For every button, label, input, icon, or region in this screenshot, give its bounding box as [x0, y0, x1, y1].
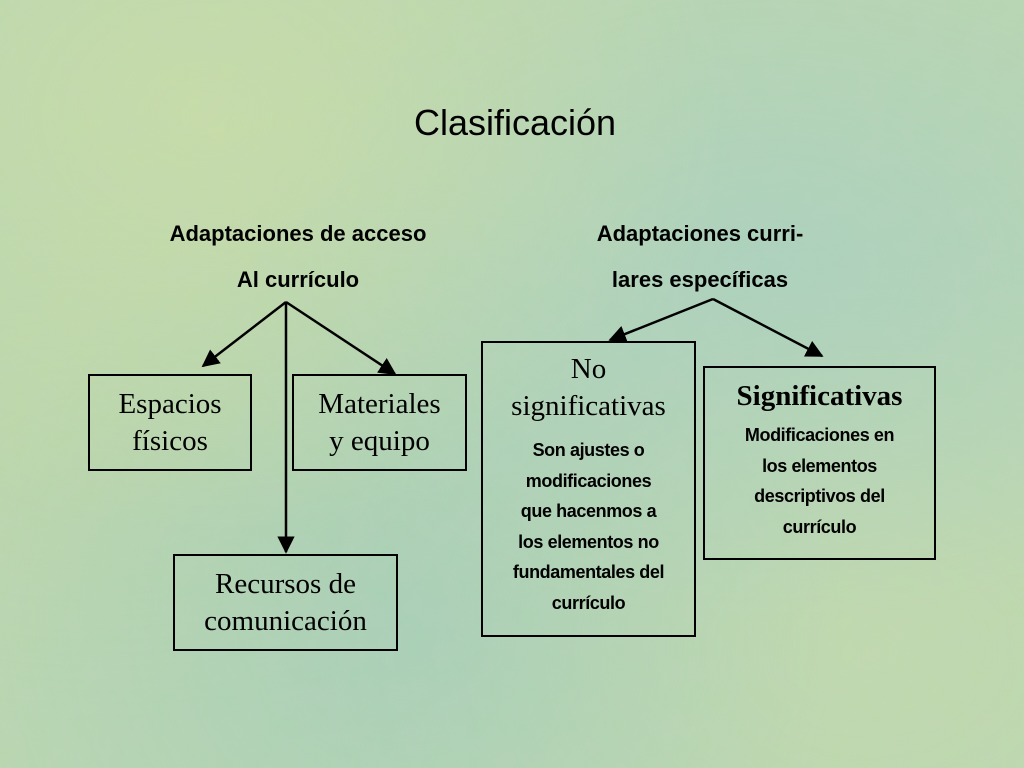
significativas-desc-line-3: descriptivos del [754, 486, 885, 506]
significativas-title: Significativas [736, 380, 903, 412]
heading-curricular-line-2: lares específicas [611, 267, 789, 292]
arrow-to-materiales [285, 300, 397, 376]
arrow-to-espacios [201, 301, 287, 368]
no-significativas-desc-line-4: los elementos no [518, 531, 659, 552]
significativas-desc-line-4: currículo [782, 516, 857, 537]
box-recursos-line-1: Recursos de [215, 567, 356, 600]
heading-access-line-1: Adaptaciones de acceso [169, 221, 427, 246]
box-materiales-line-2: y equipo [329, 424, 430, 457]
heading-access-adaptations: Adaptaciones de acceso Al currículo [112, 211, 484, 303]
no-significativas-desc-line-1: Son ajustes o [532, 440, 645, 460]
no-significativas-desc-line-3: que hacenmos a [520, 501, 657, 521]
box-materiales-equipo: Materiales y equipo [292, 374, 467, 471]
arrow-to-no-significativas [608, 297, 714, 343]
box-materiales-line-1: Materiales [318, 387, 441, 420]
box-significativas: Significativas Modificaciones en los ele… [703, 366, 936, 560]
no-significativas-title: No significativas [511, 351, 666, 425]
box-espacios-line-1: Espacios [118, 387, 222, 420]
no-significativas-title-line-1: No [570, 353, 607, 385]
no-significativas-desc-line-2: modificaciones [525, 470, 652, 491]
box-recursos-comunicacion: Recursos de comunicación [173, 554, 398, 651]
box-no-significativas: No significativas Son ajustes o modifica… [481, 341, 696, 637]
slide-title: Clasificación [413, 102, 617, 143]
heading-access-line-2: Al currículo [236, 267, 360, 292]
significativas-desc-line-2: los elementos [762, 455, 877, 476]
no-significativas-desc-line-5: fundamentales del [512, 562, 665, 582]
no-significativas-desc-line-6: currículo [551, 592, 626, 613]
no-significativas-description: Son ajustes o modificaciones que hacenmo… [512, 435, 665, 618]
box-espacios-fisicos: Espacios físicos [88, 374, 252, 471]
significativas-description: Modificaciones en los elementos descript… [744, 420, 895, 542]
box-espacios-line-2: físicos [132, 424, 208, 457]
no-significativas-title-line-2: significativas [511, 390, 666, 422]
arrow-to-significativas [712, 297, 824, 358]
heading-curricular-adaptations: Adaptaciones curri- lares específicas [530, 211, 870, 303]
significativas-desc-line-1: Modificaciones en [744, 425, 895, 445]
box-recursos-line-2: comunicación [204, 604, 367, 637]
heading-curricular-line-1: Adaptaciones curri- [596, 221, 804, 246]
